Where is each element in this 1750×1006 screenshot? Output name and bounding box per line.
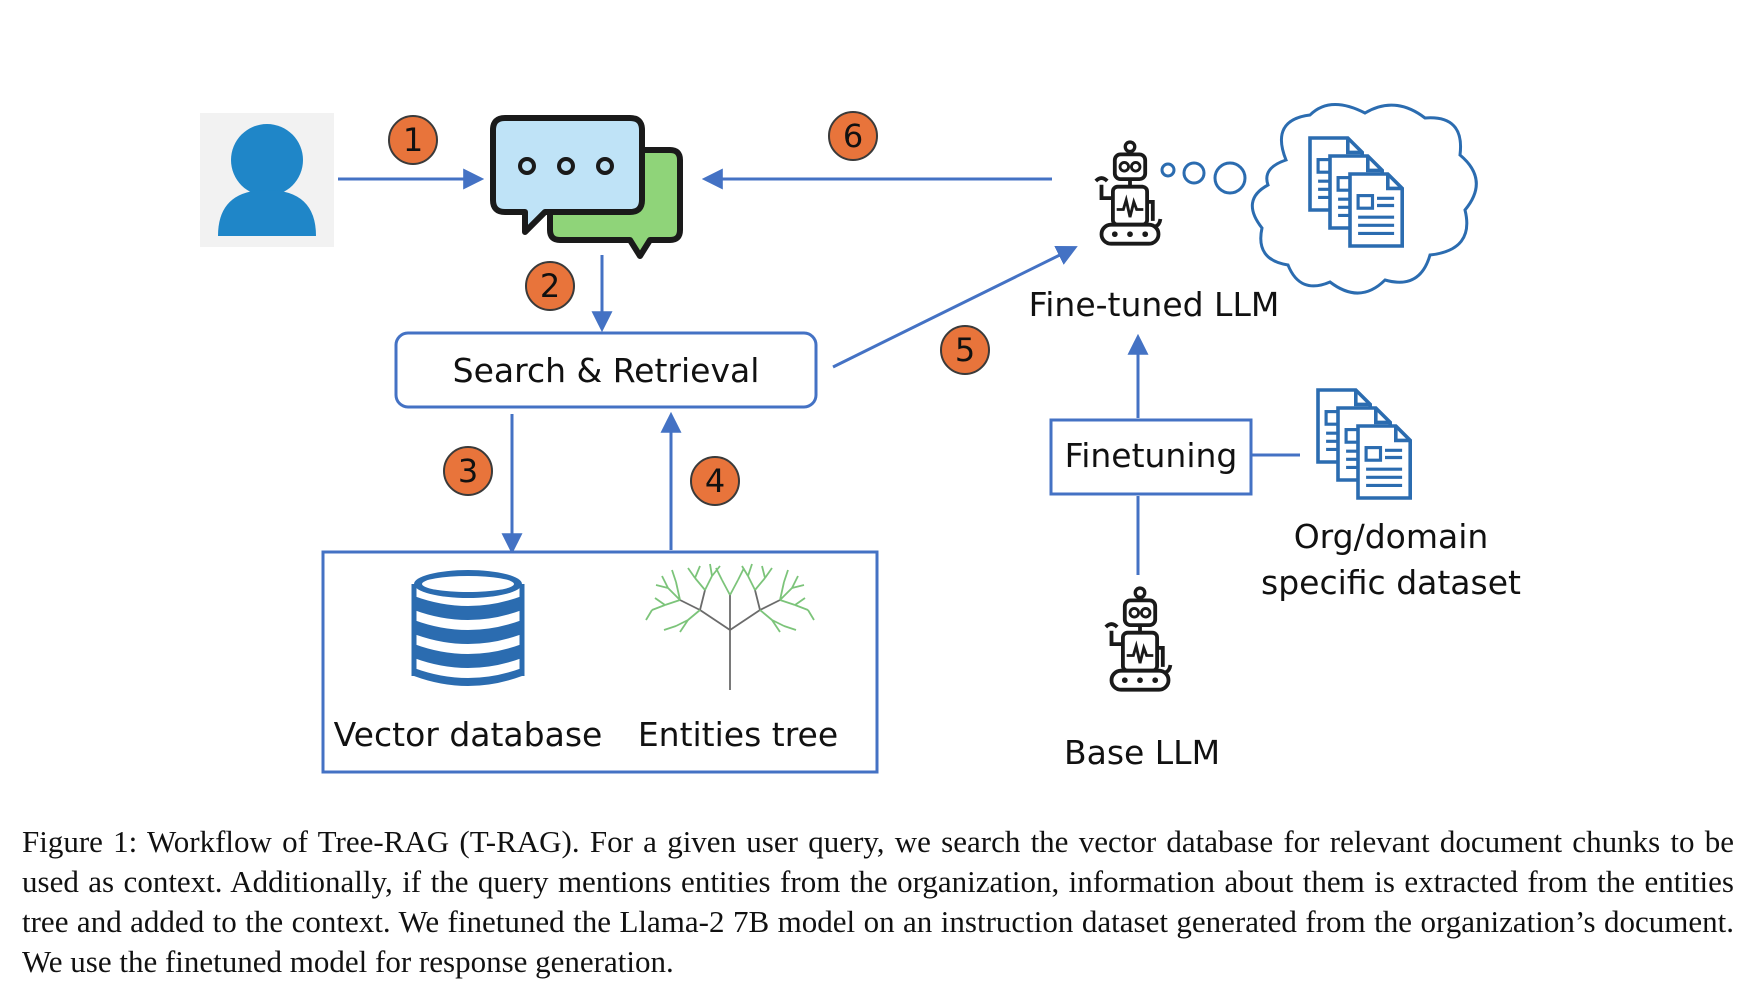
svg-text:6: 6 — [843, 117, 863, 155]
entities-tree-label: Entities tree — [638, 715, 838, 754]
tree-icon — [645, 563, 815, 690]
figure-caption: Figure 1: Workflow of Tree-RAG (T-RAG). … — [22, 824, 1734, 979]
svg-text:5: 5 — [955, 331, 975, 369]
step-badge-6: 6 — [828, 111, 878, 161]
step-badge-5: 5 — [940, 325, 990, 375]
step-badge-1: 1 — [388, 115, 438, 165]
fine-tuned-llm-robot-icon — [1093, 140, 1163, 246]
storage-box: Vector database Entities tree — [321, 550, 879, 774]
step-badge-4: 4 — [690, 456, 740, 506]
chat-bubbles-icon — [490, 115, 683, 259]
step-badge-3: 3 — [443, 446, 493, 496]
dataset-documents-icon — [1316, 388, 1412, 500]
fine-tuned-llm-label: Fine-tuned LLM — [1029, 285, 1280, 324]
search-retrieval-box: Search & Retrieval — [394, 331, 818, 409]
svg-text:3: 3 — [458, 452, 478, 490]
svg-text:1: 1 — [403, 121, 423, 159]
search-retrieval-label: Search & Retrieval — [453, 351, 760, 390]
arrows — [338, 168, 1300, 575]
dataset-label-line1: Org/domain — [1294, 517, 1489, 556]
arrow-5 — [832, 246, 1078, 369]
user-icon — [200, 113, 334, 247]
svg-text:4: 4 — [705, 462, 725, 500]
dataset-label-line2: specific dataset — [1261, 563, 1521, 602]
finetuning-box: Finetuning — [1049, 418, 1253, 496]
step-badge-2: 2 — [525, 261, 575, 311]
svg-text:2: 2 — [540, 267, 560, 305]
vector-database-label: Vector database — [334, 715, 603, 754]
workflow-diagram: 1 2 3 4 5 6 Search & Retrieval — [200, 103, 1521, 774]
finetuning-label: Finetuning — [1065, 436, 1238, 475]
database-icon — [411, 570, 525, 687]
base-llm-robot-icon — [1103, 586, 1173, 692]
base-llm-label: Base LLM — [1064, 733, 1220, 772]
